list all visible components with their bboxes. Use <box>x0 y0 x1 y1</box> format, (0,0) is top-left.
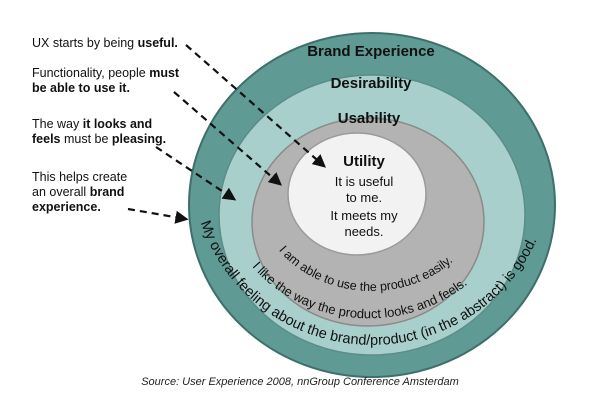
brand-experience-title: Brand Experience <box>307 43 435 60</box>
arrow-to-desirability <box>155 146 237 201</box>
usability-title: Usability <box>338 110 401 127</box>
source-caption: Source: User Experience 2008, nnGroup Co… <box>141 376 459 388</box>
desirability-title: Desirability <box>331 75 413 92</box>
arrow-to-utility <box>185 44 326 168</box>
utility-line-3: It meets my <box>330 208 398 223</box>
utility-line-1: It is useful <box>335 174 394 189</box>
utility-line-4: needs. <box>344 224 383 239</box>
utility-title: Utility <box>343 153 385 170</box>
arrow-to-brand-experience <box>127 207 189 224</box>
annotation-useful: UX starts by being useful. <box>32 36 178 50</box>
utility-line-2: to me. <box>346 190 382 205</box>
